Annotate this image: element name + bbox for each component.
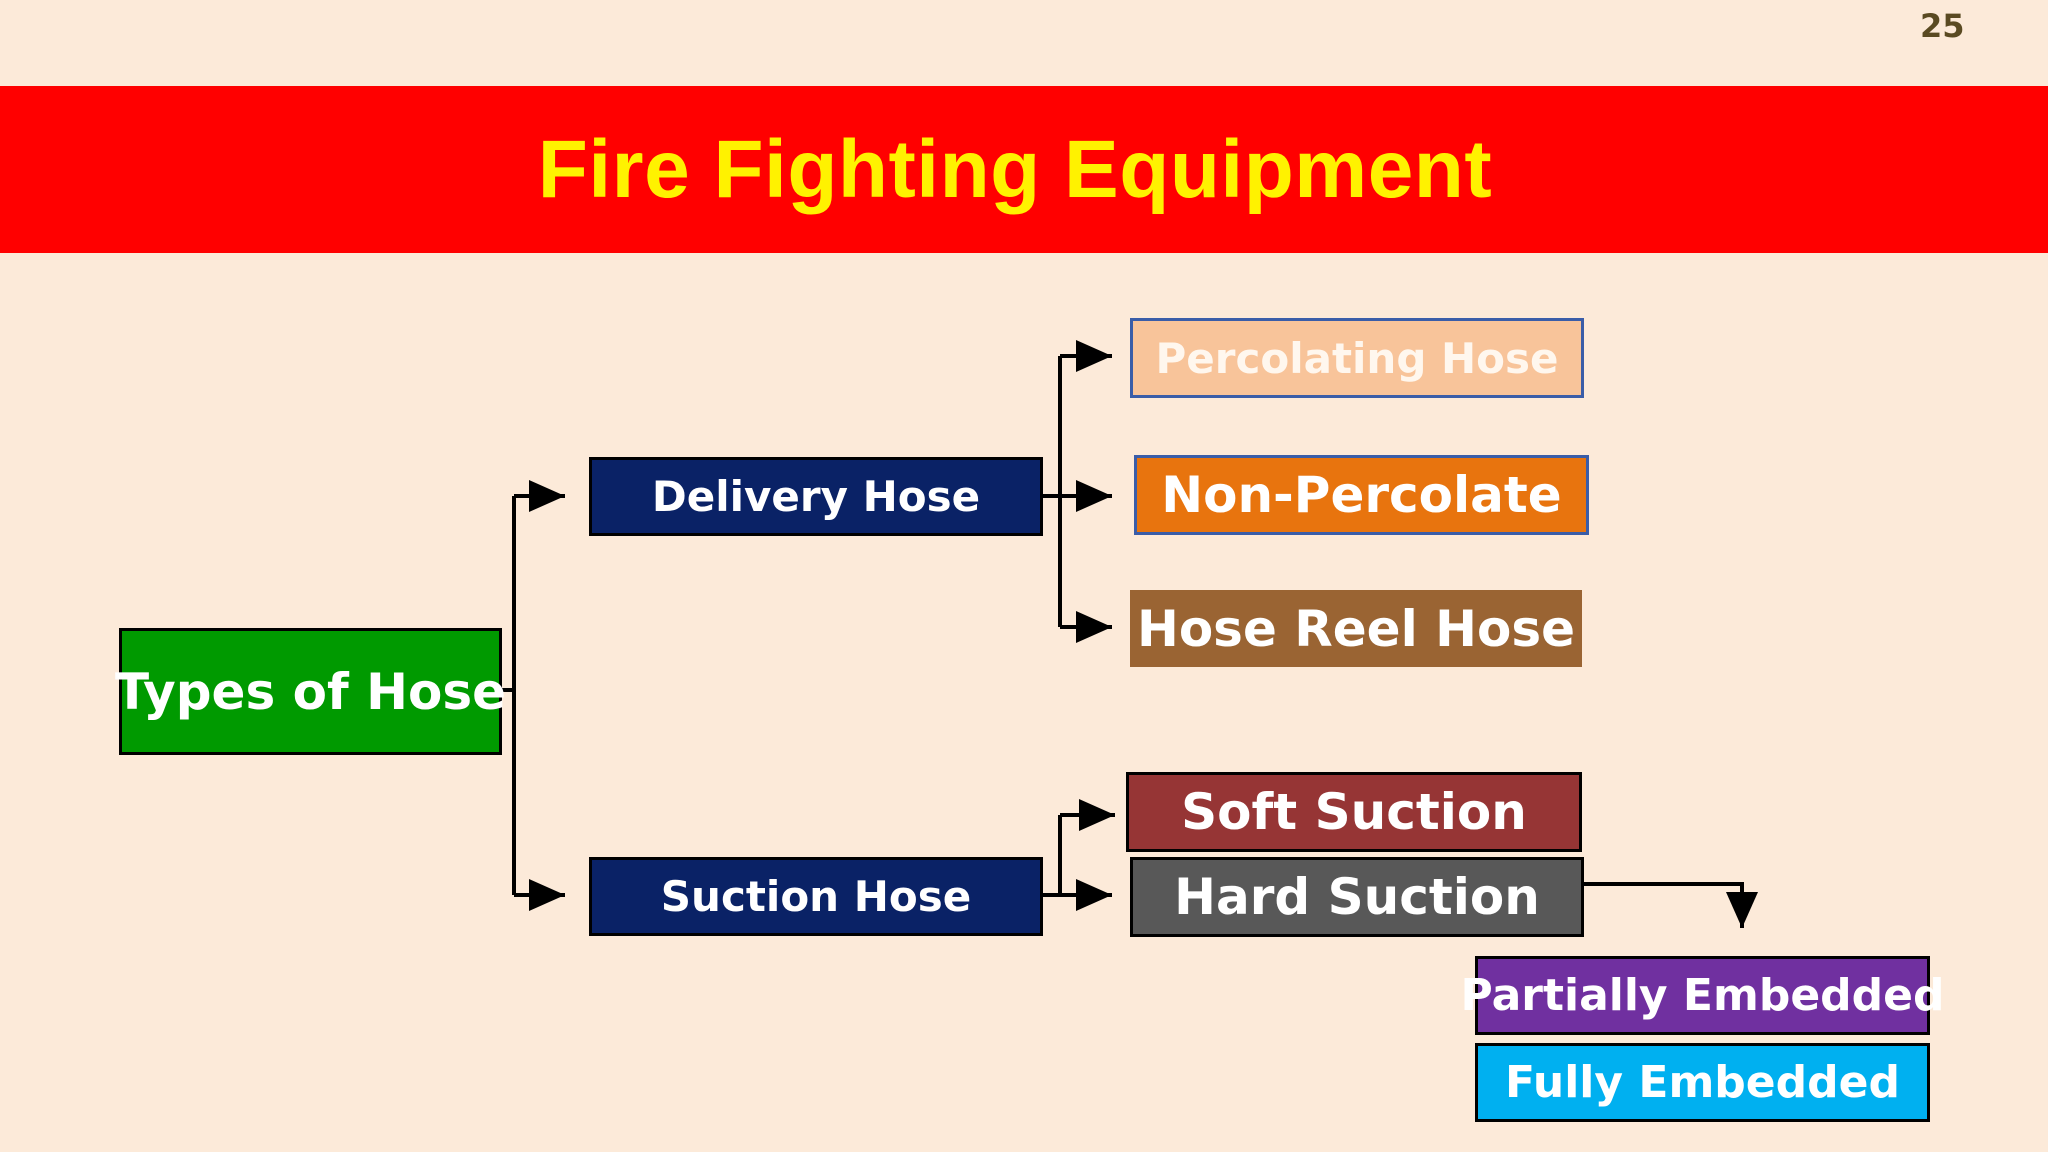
fully-embedded-node: Fully Embedded bbox=[1475, 1043, 1930, 1122]
soft-suction-node: Soft Suction bbox=[1126, 772, 1582, 852]
delivery-hose-node: Delivery Hose bbox=[589, 457, 1043, 536]
partially-embedded-node: Partially Embedded bbox=[1461, 956, 1945, 1035]
percolating-hose-label: Percolating Hose bbox=[1155, 333, 1559, 383]
title-banner: Fire Fighting Equipment bbox=[0, 86, 2048, 253]
page-number: 25 bbox=[1920, 7, 1965, 45]
non-percolate-node: Non-Percolate bbox=[1134, 455, 1589, 535]
hose-reel-hose-label: Hose Reel Hose bbox=[1136, 599, 1575, 658]
suction-hose-node: Suction Hose bbox=[589, 857, 1043, 936]
delivery-hose-label: Delivery Hose bbox=[651, 472, 981, 521]
types-of-hose-label: Types of Hose bbox=[115, 662, 507, 721]
percolating-hose-node: Percolating Hose bbox=[1130, 318, 1584, 398]
hose-reel-hose-node: Hose Reel Hose bbox=[1130, 590, 1582, 667]
fully-embedded-label: Fully Embedded bbox=[1505, 1057, 1900, 1108]
non-percolate-label: Non-Percolate bbox=[1161, 466, 1562, 524]
slide-title: Fire Fighting Equipment bbox=[537, 123, 1493, 215]
partially-embedded-label: Partially Embedded bbox=[1460, 970, 1945, 1021]
suction-hose-label: Suction Hose bbox=[660, 872, 972, 921]
connector-hard-to-embedded bbox=[1584, 882, 1758, 928]
soft-suction-label: Soft Suction bbox=[1181, 783, 1527, 841]
hard-suction-node: Hard Suction bbox=[1130, 857, 1584, 937]
types-of-hose-node: Types of Hose bbox=[115, 628, 506, 755]
hard-suction-label: Hard Suction bbox=[1174, 868, 1540, 926]
